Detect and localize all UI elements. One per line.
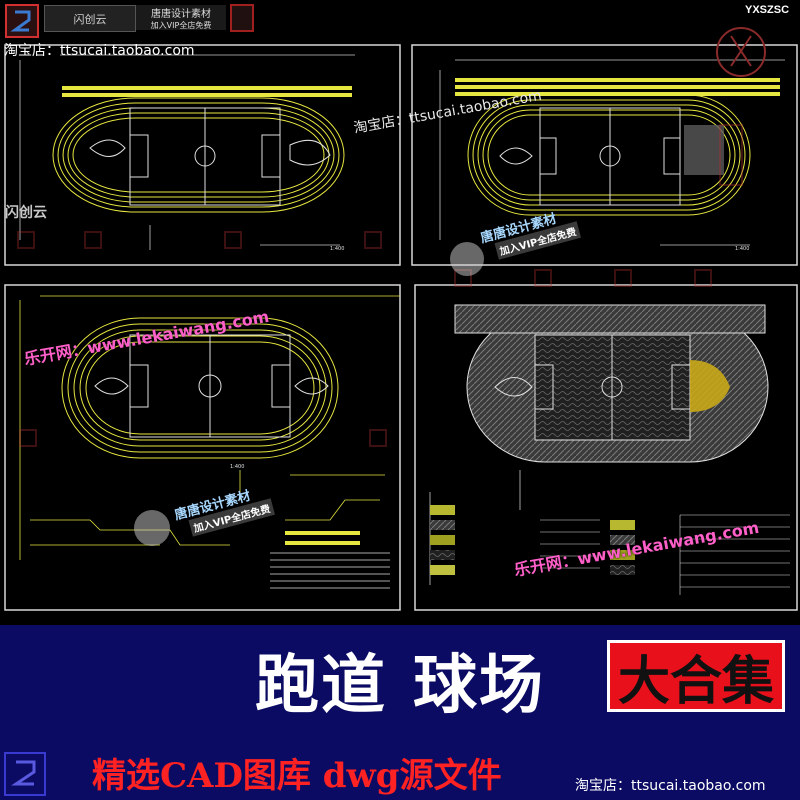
brand-tangtang: 唐唐设计素材 加入VIP全店免费 bbox=[136, 5, 226, 30]
logo-icon bbox=[5, 4, 39, 38]
banner-title-ball-court: 球场 bbox=[413, 649, 545, 723]
cad-frame-top-left bbox=[4, 44, 401, 266]
stadium-plan-2: 1:400 bbox=[439, 59, 785, 252]
brand-tangtang-sub: 加入VIP全店免费 bbox=[150, 20, 212, 30]
cad-drawings-preview: 1:400 bbox=[4, 44, 798, 611]
collection-badge: 大合集 bbox=[607, 640, 785, 712]
faint-logo-marks bbox=[17, 124, 743, 447]
cad-frame-bottom-right bbox=[414, 284, 798, 611]
stadium-plan-1: 1:400 bbox=[19, 54, 355, 252]
brand-tangtang-title: 唐唐设计素材 bbox=[151, 8, 211, 20]
watermark-taobao-left: 淘宝店：ttsucai.taobao.com bbox=[4, 43, 195, 59]
logo-mark-icon bbox=[230, 4, 254, 32]
banner-title: 跑道球场 bbox=[0, 634, 800, 726]
stadium-plan-4 bbox=[429, 304, 790, 595]
watermark-circle-icon bbox=[450, 242, 484, 276]
stadium-plan-3: 1:400 bbox=[19, 295, 400, 589]
watermark-shanchuangyun: 闪创云 bbox=[5, 205, 47, 221]
store-code: YXSZSC bbox=[745, 4, 790, 16]
cad-frame-top-right bbox=[411, 44, 798, 266]
watermark-taobao-footer: 淘宝店：ttsucai.taobao.com bbox=[575, 778, 766, 794]
footer-logo-icon bbox=[4, 752, 46, 796]
drawing-scale-2: 1:400 bbox=[735, 246, 749, 252]
banner-subtitle: 精选CAD图库 dwg源文件 bbox=[92, 756, 502, 796]
cad-frame-bottom-left bbox=[4, 284, 401, 611]
drawing-scale-3: 1:400 bbox=[230, 464, 244, 470]
stamp-icon bbox=[716, 27, 766, 77]
brand-shanchuangyun: 闪创云 bbox=[44, 5, 136, 32]
drawing-scale-1: 1:400 bbox=[330, 246, 344, 252]
watermark-circle-icon-2 bbox=[134, 510, 170, 546]
banner-title-running-track: 跑道 bbox=[255, 649, 387, 723]
